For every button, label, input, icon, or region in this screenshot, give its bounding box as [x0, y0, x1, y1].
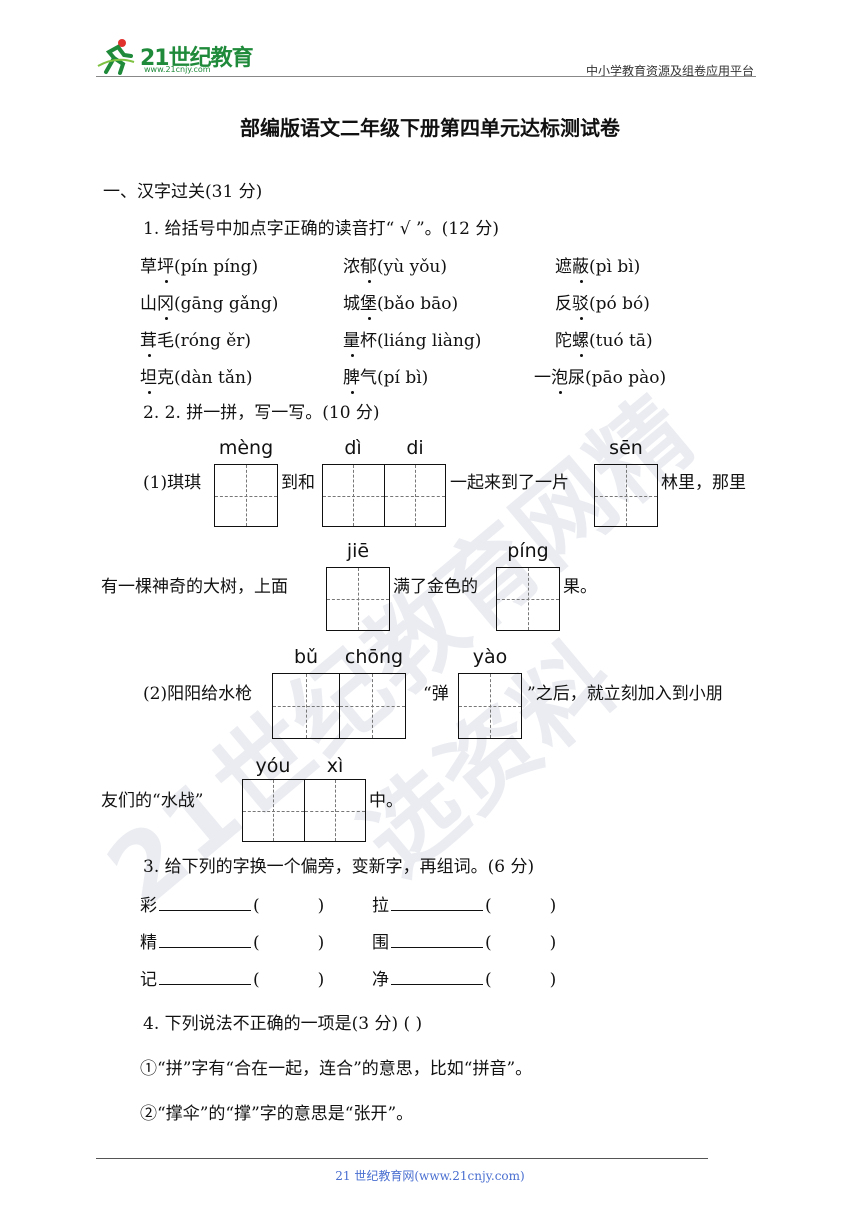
q1-item: 一泡尿(pāo pào)	[534, 368, 667, 388]
q1-item: 量杯(liáng liàng)	[343, 331, 482, 351]
q3-row: 记()	[140, 970, 325, 990]
logo-text: 21世纪教育	[140, 46, 254, 71]
q3-char: 拉	[372, 896, 389, 916]
q2-text: 有一棵神奇的大树，上面	[101, 577, 288, 597]
q3-row: 彩()	[140, 896, 325, 916]
pinyin-label: mèng	[218, 437, 274, 459]
q1-item: 山冈(gāng gǎng)	[140, 294, 279, 314]
answer-blank[interactable]	[159, 896, 251, 911]
pinyin-label: xì	[326, 755, 344, 777]
q1-item: 脾气(pí bì)	[343, 368, 429, 388]
pinyin-label: jiē	[346, 540, 370, 562]
page-title: 部编版语文二年级下册第四单元达标测试卷	[240, 116, 620, 140]
q2-text: 友们的“水战”	[101, 791, 204, 811]
pinyin-label: píng	[507, 540, 549, 562]
emphasis-dot	[559, 391, 562, 394]
q1-item: 城堡(bǎo bāo)	[343, 294, 459, 314]
q4-option: ①“拼”字有“合在一起，连合”的意思，比如“拼音”。	[140, 1059, 533, 1079]
q1-item: 陀螺(tuó tā)	[555, 331, 653, 351]
q3-row: 精()	[140, 933, 325, 953]
q3-char: 记	[140, 970, 157, 990]
q1-item: 坦克(dàn tǎn)	[140, 368, 253, 388]
q3-prompt: 3. 给下列的字换一个偏旁，变新字，再组词。(6 分)	[143, 857, 535, 877]
answer-blank[interactable]	[159, 933, 251, 948]
emphasis-dot	[148, 354, 151, 357]
q4-prompt: 4. 下列说法不正确的一项是(3 分) ( )	[143, 1014, 423, 1034]
header-divider	[96, 76, 756, 77]
q2-text: 中。	[369, 791, 403, 811]
pinyin-label: chōng	[344, 646, 404, 668]
pinyin-label: sēn	[609, 437, 643, 459]
answer-blank[interactable]	[391, 970, 483, 985]
q2-text: 林里，那里	[661, 473, 746, 493]
q2-text: (1)琪琪	[143, 473, 202, 493]
pinyin-label: yào	[472, 646, 508, 668]
q3-row: 围()	[372, 933, 557, 953]
q1-item: 遮蔽(pì bì)	[555, 257, 641, 277]
q2-text: ”之后，就立刻加入到小朋	[527, 684, 723, 704]
q3-char: 围	[372, 933, 389, 953]
writing-box[interactable]	[272, 673, 406, 739]
emphasis-dot	[368, 280, 371, 283]
q1-item: 茸毛(róng ěr)	[140, 331, 252, 351]
q1-prompt: 1. 给括号中加点字正确的读音打“ √ ”。(12 分)	[143, 219, 499, 239]
pinyin-label: bǔ	[293, 646, 319, 668]
q1-item: 反驳(pó bó)	[555, 294, 650, 314]
emphasis-dot	[148, 391, 151, 394]
q2-text: 到和	[281, 473, 315, 493]
pinyin-label: di	[406, 437, 424, 459]
writing-box[interactable]	[458, 673, 522, 739]
q2-text: “弹	[423, 684, 449, 704]
writing-box[interactable]	[242, 779, 366, 842]
emphasis-dot	[165, 317, 168, 320]
emphasis-dot	[165, 280, 168, 283]
writing-box[interactable]	[322, 464, 446, 527]
answer-blank[interactable]	[159, 970, 251, 985]
q3-char: 净	[372, 970, 389, 990]
pinyin-label: yóu	[255, 755, 291, 777]
pinyin-label: dì	[344, 437, 362, 459]
q3-row: 拉()	[372, 896, 557, 916]
q2-text: (2)阳阳给水枪	[143, 684, 253, 704]
footer-divider	[96, 1158, 708, 1159]
footer-text: 21 世纪教育网(www.21cnjy.com)	[335, 1169, 525, 1183]
writing-box[interactable]	[496, 567, 560, 631]
logo: 21世纪教育 www.21cnjy.com	[96, 34, 256, 78]
emphasis-dot	[580, 354, 583, 357]
q1-item: 草坪(pín píng)	[140, 257, 259, 277]
answer-blank[interactable]	[391, 933, 483, 948]
q2-text: 满了金色的	[393, 577, 478, 597]
emphasis-dot	[580, 317, 583, 320]
answer-blank[interactable]	[391, 896, 483, 911]
emphasis-dot	[580, 280, 583, 283]
writing-box[interactable]	[214, 464, 278, 527]
q3-row: 净()	[372, 970, 557, 990]
writing-box[interactable]	[326, 567, 390, 631]
header-platform-text: 中小学教育资源及组卷应用平台	[585, 64, 754, 78]
q2-text: 一起来到了一片	[450, 473, 569, 493]
q3-char: 精	[140, 933, 157, 953]
q4-option: ②“撑伞”的“撑”字的意思是“张开”。	[140, 1104, 414, 1124]
emphasis-dot	[368, 317, 371, 320]
q3-char: 彩	[140, 896, 157, 916]
q1-item: 浓郁(yù yǒu)	[343, 257, 448, 277]
section-heading: 一、汉字过关(31 分)	[103, 182, 263, 202]
emphasis-dot	[351, 391, 354, 394]
emphasis-dot	[351, 354, 354, 357]
runner-logo-icon	[97, 39, 135, 75]
q2-prompt: 2. 2. 拼一拼，写一写。(10 分)	[143, 403, 380, 423]
writing-box[interactable]	[594, 464, 658, 527]
logo-url: www.21cnjy.com	[144, 65, 211, 74]
q2-text: 果。	[563, 577, 597, 597]
